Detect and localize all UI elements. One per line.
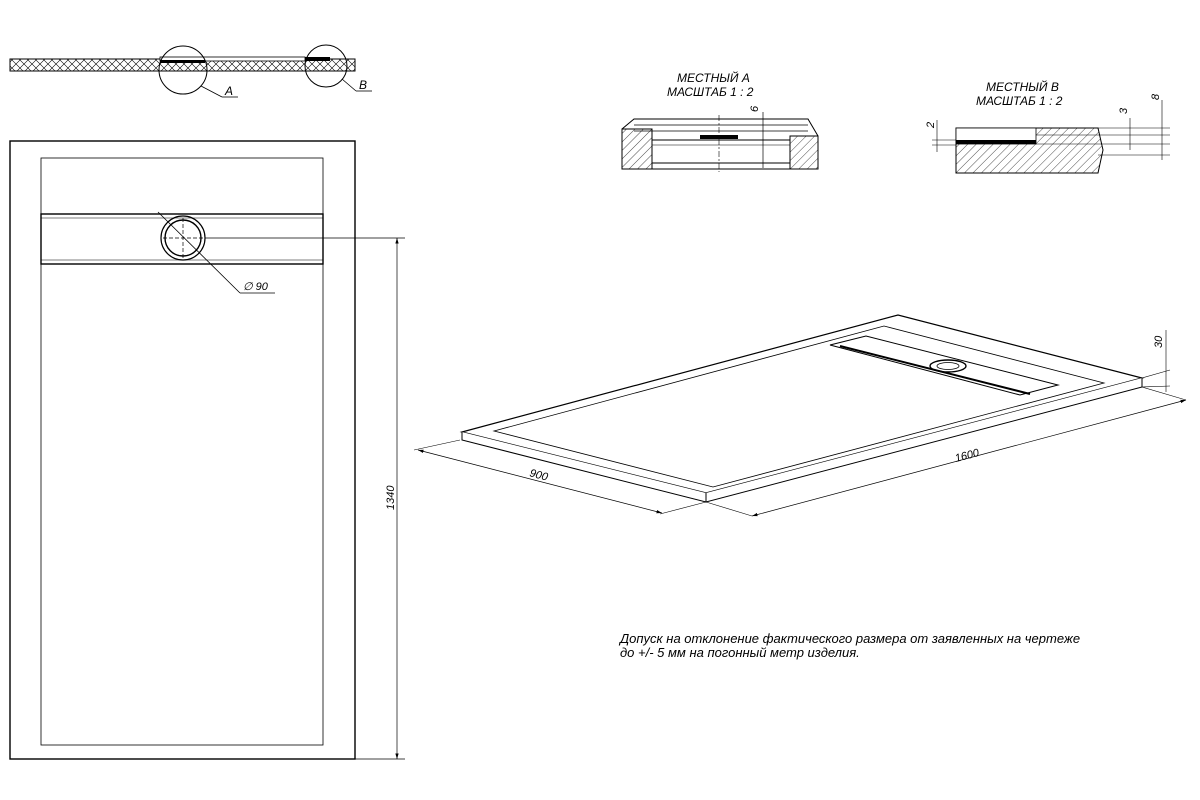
iso-height-dim: 30 — [1153, 335, 1165, 348]
detail-b-dim-mid: 3 — [1118, 107, 1130, 114]
isometric-view: 900 1600 30 — [413, 314, 1187, 517]
tolerance-note: Допуск на отклонение фактического размер… — [620, 631, 1081, 660]
detail-b-dim-right: 8 — [1150, 93, 1162, 100]
section-label-a: A — [224, 84, 233, 98]
iso-channel — [829, 335, 1060, 396]
iso-drain — [929, 359, 967, 373]
detail-b-title: МЕСТНЫЙ В — [986, 78, 1059, 94]
section-view: A B — [9, 44, 372, 98]
detail-b-dim-left: 2 — [925, 122, 937, 129]
iso-depth-dim: 900 — [528, 467, 550, 484]
detail-a-circle — [158, 45, 208, 95]
detail-b-circle — [304, 44, 348, 88]
detail-a-title: МЕСТНЫЙ А — [677, 69, 750, 85]
plan-view: ∅ 90 1340 — [9, 140, 405, 760]
section-label-b: B — [359, 78, 367, 92]
detail-b-view: МЕСТНЫЙ В МАСШТАБ 1 : 2 2 3 8 — [925, 78, 1170, 174]
detail-a-dim: 6 — [749, 105, 761, 112]
iso-length-dim: 1600 — [954, 447, 982, 465]
diameter-label: ∅ 90 — [243, 281, 269, 293]
detail-b-scale: МАСШТАБ 1 : 2 — [976, 94, 1063, 108]
detail-a-view: МЕСТНЫЙ А МАСШТАБ 1 : 2 6 — [621, 69, 819, 172]
detail-a-scale: МАСШТАБ 1 : 2 — [667, 85, 754, 99]
plan-height-dim: 1340 — [385, 485, 397, 510]
